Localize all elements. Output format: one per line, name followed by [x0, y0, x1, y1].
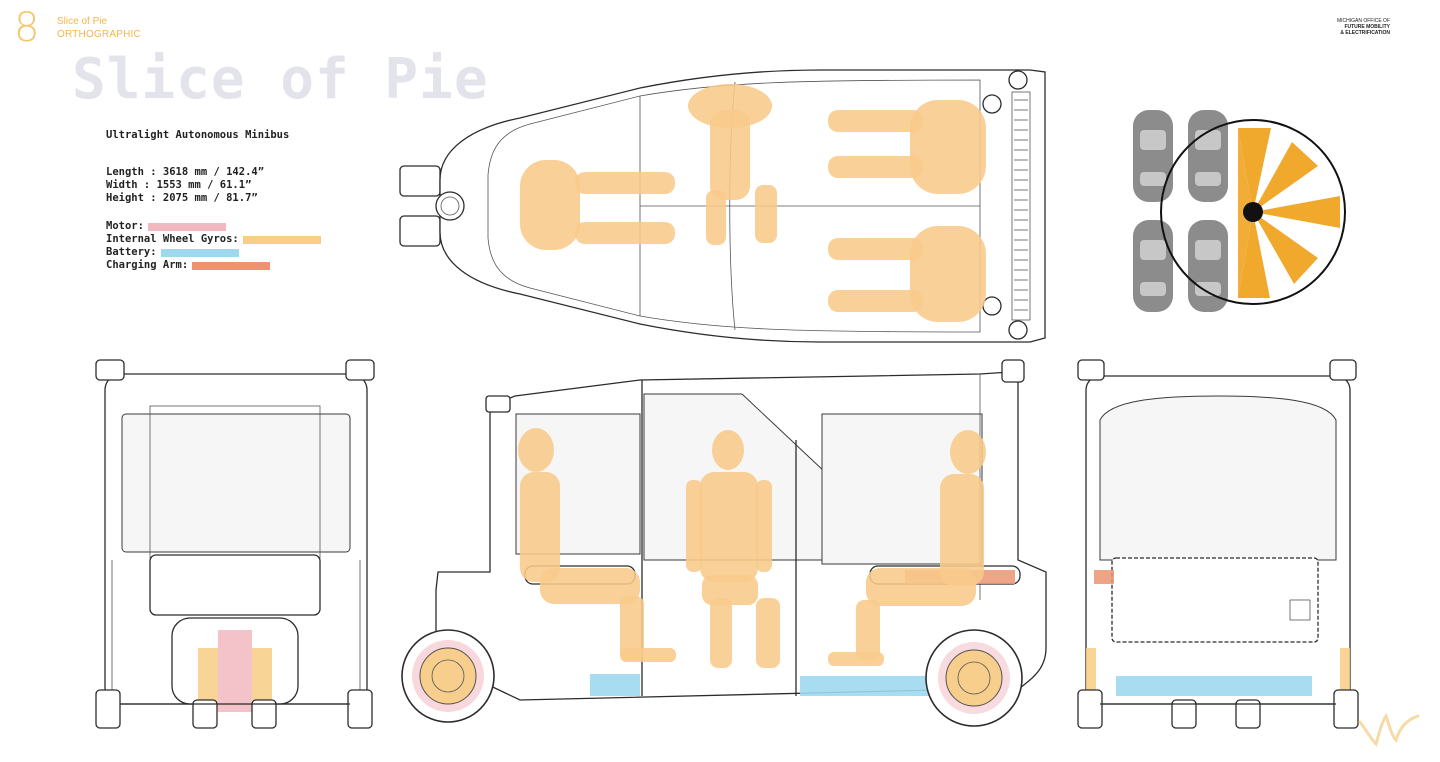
legend-swatch-battery: [160, 248, 239, 257]
car-icon: [1133, 220, 1173, 312]
legend-swatch-gyros: [242, 235, 321, 244]
legend-label: Motor:: [106, 220, 144, 232]
signature-logo-icon: [1358, 712, 1420, 747]
side-view: [401, 359, 1047, 727]
car-icon: [1188, 110, 1228, 202]
org-line-2: FUTURE MOBILITY: [1344, 24, 1390, 30]
rear-grille: [1014, 99, 1028, 311]
passenger-top-front: [520, 160, 675, 250]
passenger-side-front: [518, 428, 676, 662]
passenger-side-rear: [828, 430, 986, 666]
passenger-top-standing: [688, 84, 777, 245]
legend-item-battery: Battery:: [106, 246, 239, 259]
legend-label: Charging Arm:: [106, 259, 189, 271]
top-view: [399, 69, 1046, 343]
passenger-top-rear-1: [828, 100, 986, 194]
spec-title: Ultralight Autonomous Minibus: [106, 129, 290, 141]
header-subtitle: ORTHOGRAPHIC: [57, 29, 141, 40]
spec-width: Width : 1553 mm / 61.1”: [106, 179, 252, 191]
legend-item-gyros: Internal Wheel Gyros:: [106, 233, 321, 246]
car-icon: [1188, 220, 1228, 312]
rear-view: [1077, 359, 1359, 729]
passenger-side-standing: [686, 430, 780, 668]
spec-length: Length : 3618 mm / 142.4”: [106, 166, 265, 178]
legend-item-charging-arm: Charging Arm:: [106, 259, 271, 272]
spec-height: Height : 2075 mm / 81.7”: [106, 192, 258, 204]
passenger-top-rear-2: [828, 226, 986, 322]
pie-seating-diagram-icon: [1133, 110, 1346, 312]
legend-label: Battery:: [106, 246, 157, 258]
header-title: Slice of Pie: [57, 16, 108, 27]
front-view: [95, 359, 375, 729]
legend-swatch-charging-arm: [192, 261, 271, 270]
org-line-1: MICHIGAN OFFICE OF: [1336, 18, 1390, 24]
legend-label: Internal Wheel Gyros:: [106, 233, 239, 245]
page-number: 8: [14, 5, 40, 51]
page-title: Slice of Pie: [72, 47, 489, 112]
org-line-3: & ELECTRIFICATION: [1340, 30, 1390, 36]
legend-item-motor: Motor:: [106, 220, 226, 233]
legend-swatch-motor: [147, 222, 226, 231]
car-icon: [1133, 110, 1173, 202]
